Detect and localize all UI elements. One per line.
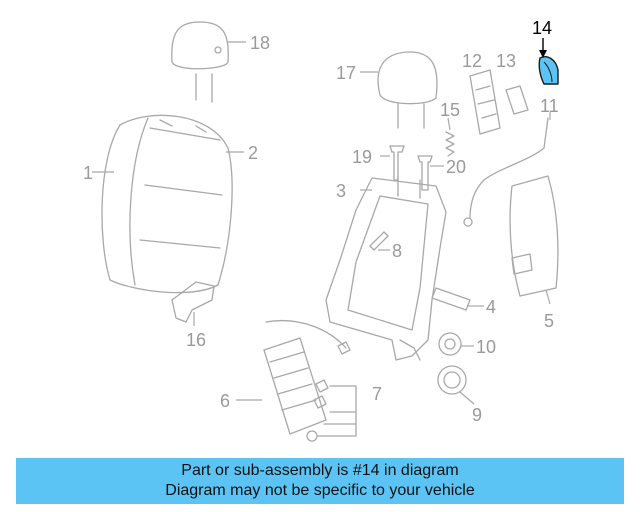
callout-16: 16 xyxy=(186,330,206,350)
arrow-head-icon xyxy=(539,50,547,58)
callout-8: 8 xyxy=(392,241,402,261)
part-20-guide xyxy=(417,155,433,191)
callout-14: 14 xyxy=(532,18,552,38)
info-banner: Part or sub-assembly is #14 in diagram D… xyxy=(16,458,624,504)
callout-15: 15 xyxy=(440,100,460,120)
callout-5: 5 xyxy=(544,311,554,331)
callout-20: 20 xyxy=(446,157,466,177)
callout-17: 17 xyxy=(336,63,356,83)
parts-diagram: 18 1 2 16 17 19 20 15 3 xyxy=(83,18,559,442)
banner-line-1: Part or sub-assembly is #14 in diagram xyxy=(181,462,459,479)
part-7-clips xyxy=(306,341,357,442)
callout-3: 3 xyxy=(336,181,346,201)
part-12-switch-cover xyxy=(469,69,501,135)
part-4-bar xyxy=(431,287,471,311)
part-10-knob xyxy=(438,332,462,356)
part-14-highlighted[interactable] xyxy=(538,56,559,85)
callout-18: 18 xyxy=(250,33,270,53)
banner-line-2: Diagram may not be specific to your vehi… xyxy=(165,482,475,499)
callout-2: 2 xyxy=(248,143,258,163)
callout-10: 10 xyxy=(476,337,496,357)
callout-9: 9 xyxy=(472,405,482,425)
callout-13: 13 xyxy=(496,51,516,71)
part-5-back-panel xyxy=(509,175,559,297)
callout-12: 12 xyxy=(462,51,482,71)
part-13-switch xyxy=(505,85,529,115)
part-11-cable xyxy=(463,117,549,227)
callout-6: 6 xyxy=(220,391,230,411)
callout-11: 11 xyxy=(540,96,559,116)
part-18-headrest xyxy=(171,21,229,103)
part-19-guide xyxy=(389,145,405,181)
callout-1: 1 xyxy=(83,163,93,183)
part-8-lever xyxy=(369,231,389,251)
callout-7: 7 xyxy=(372,384,382,404)
part-9-recliner-knob xyxy=(437,365,467,395)
part-1-2-seat-back-cushion xyxy=(101,114,233,294)
part-6-lumbar-support xyxy=(263,320,347,435)
part-16-bracket xyxy=(171,281,215,323)
part-3-seat-frame xyxy=(325,175,447,361)
part-17-headrest xyxy=(377,51,438,129)
callout-4: 4 xyxy=(486,297,496,317)
part-15-spring xyxy=(445,131,455,157)
callout-19: 19 xyxy=(352,147,372,167)
